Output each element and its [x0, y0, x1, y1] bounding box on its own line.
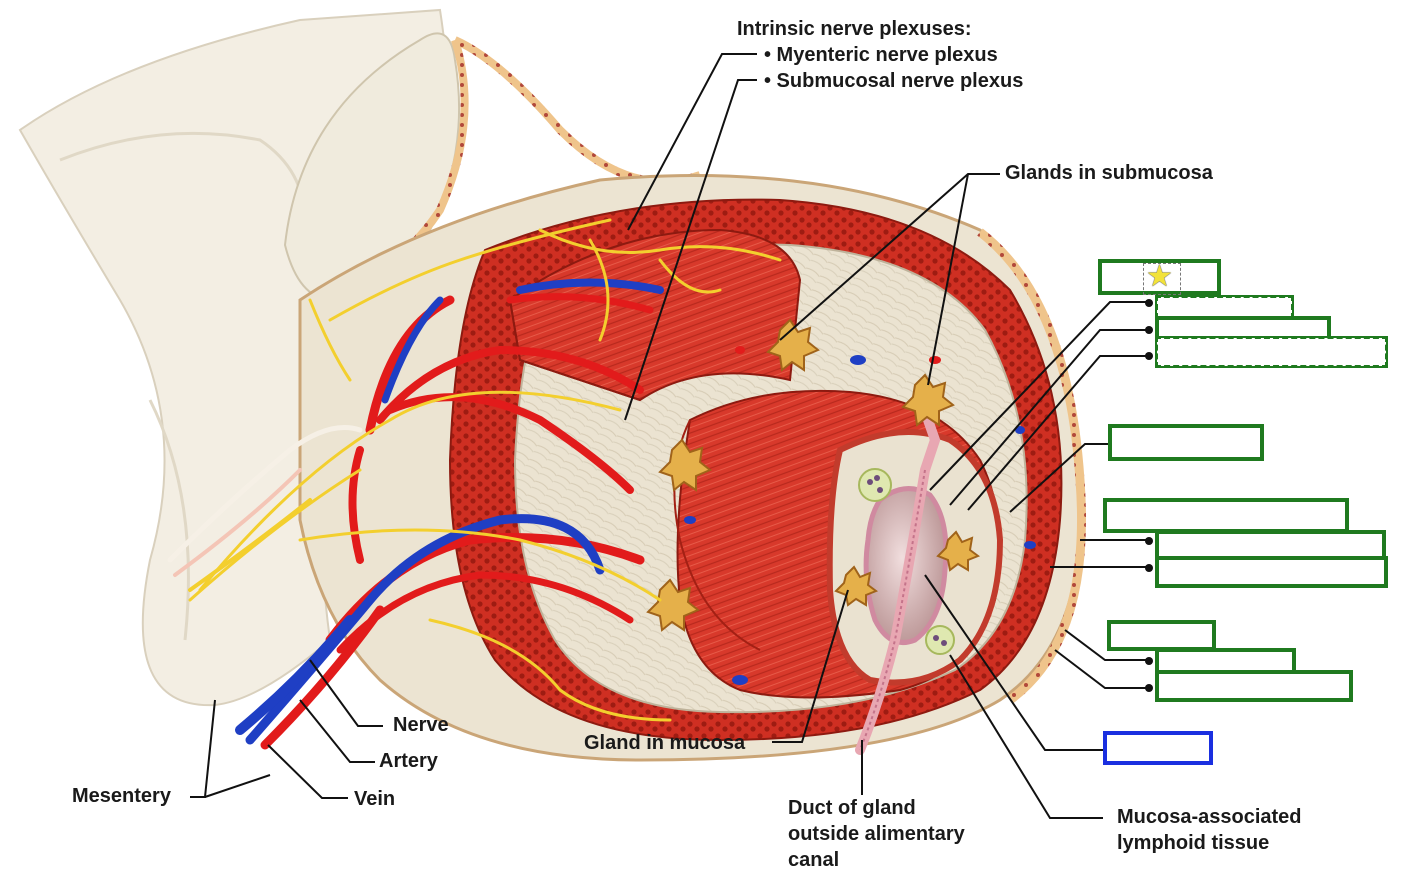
label-malt-line-1: Mucosa-associated: [1117, 806, 1302, 828]
submucosal-vessels: [684, 346, 1036, 685]
bullet-dot: [1145, 684, 1153, 692]
star-icon: ★: [1146, 260, 1173, 293]
label-duct-line-2: outside alimentary: [788, 823, 965, 845]
label-artery: Artery: [379, 750, 438, 772]
blood-vessels: [235, 278, 664, 750]
label-nerve: Nerve: [393, 714, 449, 736]
bullet-dot: [1145, 299, 1153, 307]
lymph-vessels: [167, 425, 363, 592]
answer-box-12[interactable]: [1103, 731, 1213, 765]
star-marker-frame: [1143, 263, 1181, 295]
answer-box-1[interactable]: [1098, 259, 1221, 295]
label-malt-line-2: lymphoid tissue: [1117, 832, 1270, 854]
label-gland-in-mucosa: Gland in mucosa: [584, 732, 746, 754]
label-myenteric-nerve-plexus: • Myenteric nerve plexus: [764, 44, 998, 66]
label-vein: Vein: [354, 788, 396, 810]
answer-box-4[interactable]: [1155, 336, 1388, 368]
answer-box-6[interactable]: [1103, 498, 1349, 533]
nerve-fibers: [188, 218, 782, 722]
answer-box-8[interactable]: [1155, 556, 1388, 588]
lymphoid-nodule: [858, 468, 892, 502]
label-intrinsic-nerve-plexuses: Intrinsic nerve plexuses:: [737, 18, 972, 40]
answer-box-11[interactable]: [1155, 670, 1353, 702]
leader-lines: [190, 53, 1150, 819]
label-mesentery: Mesentery: [72, 785, 171, 807]
bullet-dot: [1145, 352, 1153, 360]
bullet-dot: [1145, 657, 1153, 665]
label-glands-in-submucosa: Glands in submucosa: [1005, 162, 1213, 184]
submucosal-gland: [646, 318, 981, 632]
lymphoid-nodule: [925, 625, 955, 655]
answer-box-9[interactable]: [1107, 620, 1216, 651]
answer-box-5[interactable]: [1108, 424, 1264, 461]
label-duct-line-1: Duct of gland: [788, 797, 916, 819]
label-duct-line-3: canal: [788, 849, 840, 871]
answer-box-2[interactable]: [1155, 295, 1294, 319]
label-submucosal-nerve-plexus: • Submucosal nerve plexus: [764, 70, 1024, 92]
bullet-dot: [1145, 326, 1153, 334]
bullet-dot: [1145, 537, 1153, 545]
bullet-dot: [1145, 564, 1153, 572]
